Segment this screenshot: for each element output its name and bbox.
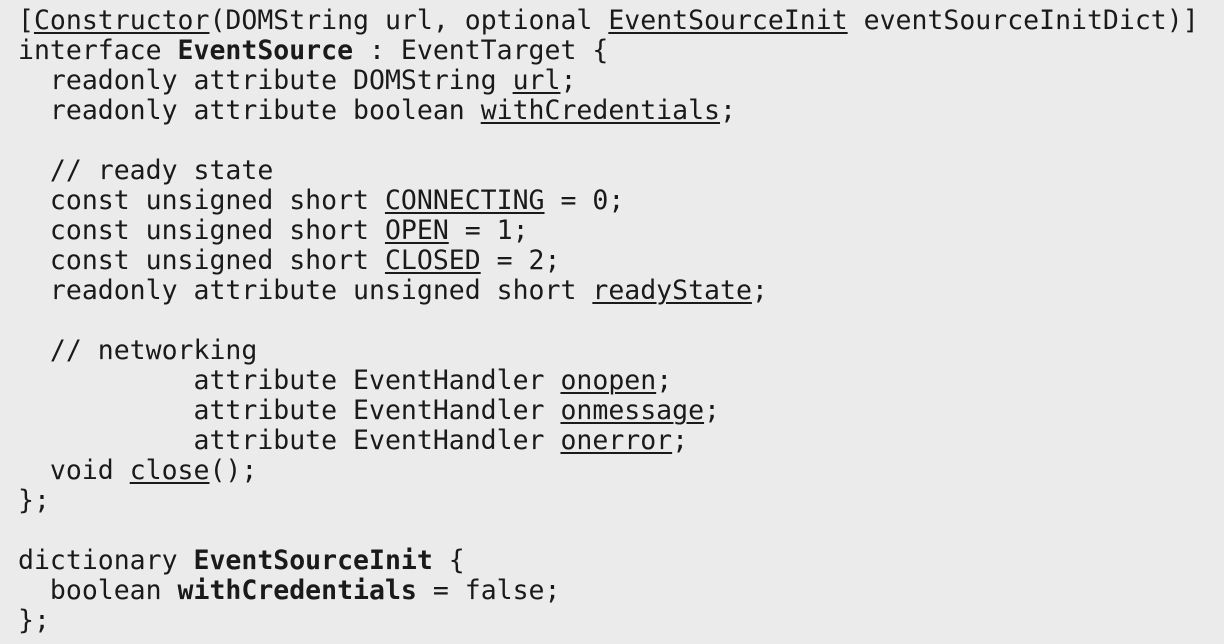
code-line: attribute EventHandler onerror; xyxy=(18,426,1224,456)
code-text: dictionary xyxy=(18,545,194,576)
code-text: { xyxy=(432,545,465,576)
idl-link-withcredentials[interactable]: withCredentials xyxy=(480,95,721,126)
code-text: ; xyxy=(720,95,736,126)
code-text: (); xyxy=(209,455,258,486)
code-line: // networking xyxy=(18,336,1224,366)
code-text: attribute EventHandler xyxy=(18,365,561,396)
code-text: attribute EventHandler xyxy=(18,425,561,456)
code-text: [ xyxy=(18,5,34,36)
code-line: }; xyxy=(18,486,1224,516)
code-text: attribute EventHandler xyxy=(18,395,561,426)
code-line xyxy=(18,306,1224,336)
code-line: [Constructor(DOMString url, optional Eve… xyxy=(18,6,1224,36)
code-text: = 0; xyxy=(544,185,625,216)
code-text: (DOMString url, optional xyxy=(209,5,609,36)
code-text: // networking xyxy=(18,335,258,366)
code-text: interface xyxy=(18,35,178,66)
idl-link-closed[interactable]: CLOSED xyxy=(384,245,481,276)
code-line xyxy=(18,516,1224,546)
code-line: const unsigned short CONNECTING = 0; xyxy=(18,186,1224,216)
code-line: attribute EventHandler onmessage; xyxy=(18,396,1224,426)
code-line: readonly attribute boolean withCredentia… xyxy=(18,96,1224,126)
code-text: = 2; xyxy=(480,245,561,276)
code-text: ; xyxy=(560,65,577,96)
code-line: boolean withCredentials = false; xyxy=(18,576,1224,606)
code-text: = false; xyxy=(416,575,561,606)
code-line: const unsigned short CLOSED = 2; xyxy=(18,246,1224,276)
code-line xyxy=(18,126,1224,156)
code-text: : EventTarget { xyxy=(353,35,609,66)
code-text: const unsigned short xyxy=(18,185,385,216)
code-text: // ready state xyxy=(18,155,274,186)
code-text: }; xyxy=(18,605,50,636)
code-text: readonly attribute unsigned short xyxy=(18,275,593,306)
code-text: const unsigned short xyxy=(18,245,385,276)
code-line: attribute EventHandler onopen; xyxy=(18,366,1224,396)
idl-link-open[interactable]: OPEN xyxy=(384,215,449,246)
idl-definition-name: EventSourceInit xyxy=(193,545,433,576)
idl-link-onmessage[interactable]: onmessage xyxy=(560,395,705,426)
idl-link-close[interactable]: close xyxy=(129,455,210,486)
code-line: // ready state xyxy=(18,156,1224,186)
code-text: ; xyxy=(672,425,689,456)
code-text: ; xyxy=(704,395,721,426)
code-text: }; xyxy=(18,485,50,516)
idl-link-onopen[interactable]: onopen xyxy=(560,365,657,396)
idl-link-eventsourceinit[interactable]: EventSourceInit xyxy=(608,5,848,36)
idl-link-readystate[interactable]: readyState xyxy=(592,275,752,306)
code-text: boolean xyxy=(18,575,178,606)
code-text: ; xyxy=(656,365,673,396)
code-line: const unsigned short OPEN = 1; xyxy=(18,216,1224,246)
code-text: const unsigned short xyxy=(18,215,385,246)
code-line: readonly attribute unsigned short readyS… xyxy=(18,276,1224,306)
idl-link-url[interactable]: url xyxy=(512,65,561,96)
code-line: }; xyxy=(18,606,1224,636)
idl-link-onerror[interactable]: onerror xyxy=(560,425,673,456)
code-text: eventSourceInitDict)] xyxy=(847,5,1199,36)
idl-definition-name: withCredentials xyxy=(177,575,417,606)
code-line: void close(); xyxy=(18,456,1224,486)
code-line: readonly attribute DOMString url; xyxy=(18,66,1224,96)
code-text: ; xyxy=(751,275,768,306)
code-text: readonly attribute DOMString xyxy=(18,65,513,96)
idl-link-connecting[interactable]: CONNECTING xyxy=(384,185,545,216)
idl-link-constructor[interactable]: Constructor xyxy=(33,5,210,36)
code-text: void xyxy=(18,455,130,486)
code-line: dictionary EventSourceInit { xyxy=(18,546,1224,576)
code-text: readonly attribute boolean xyxy=(18,95,481,126)
code-line: interface EventSource : EventTarget { xyxy=(18,36,1224,66)
code-text: = 1; xyxy=(448,215,529,246)
idl-definition-name: EventSource xyxy=(177,35,354,66)
